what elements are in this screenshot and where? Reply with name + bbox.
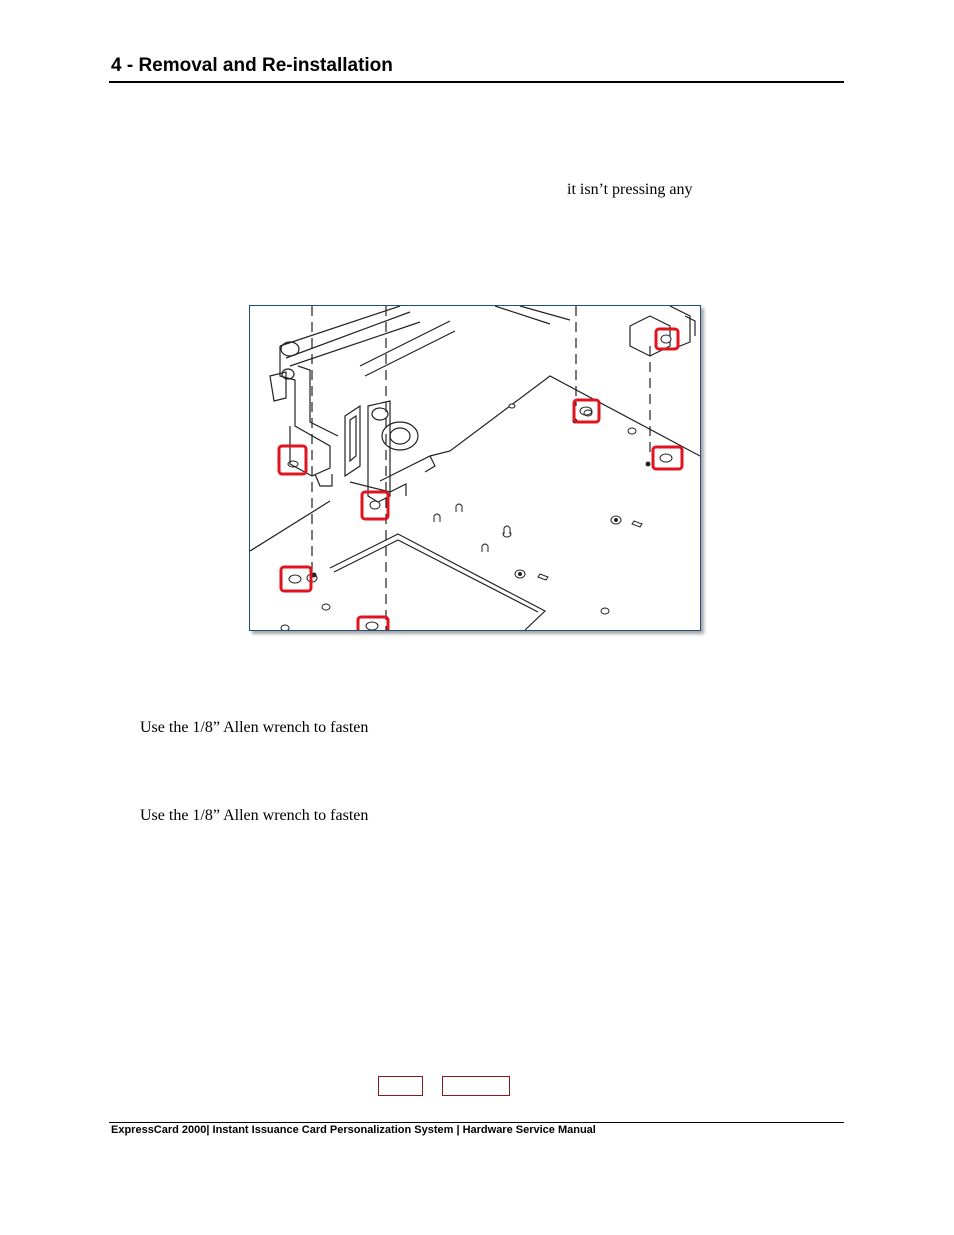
instruction-text-pressing: it isn’t pressing any [567, 181, 693, 198]
header-divider [109, 81, 844, 83]
instruction-text-fasten-2: Use the 1/8” Allen wrench to fasten [140, 807, 369, 824]
footer-manual-title: ExpressCard 2000| Instant Issuance Card … [111, 1124, 596, 1136]
hardware-diagram [250, 306, 700, 630]
cross-reference-link-1[interactable] [378, 1076, 423, 1096]
cross-reference-link-2[interactable] [442, 1076, 510, 1096]
instruction-text-fasten-1: Use the 1/8” Allen wrench to fasten [140, 719, 369, 736]
section-header-title: 4 - Removal and Re-installation [111, 55, 393, 76]
hardware-diagram-figure [249, 305, 701, 631]
footer-divider [109, 1122, 844, 1123]
